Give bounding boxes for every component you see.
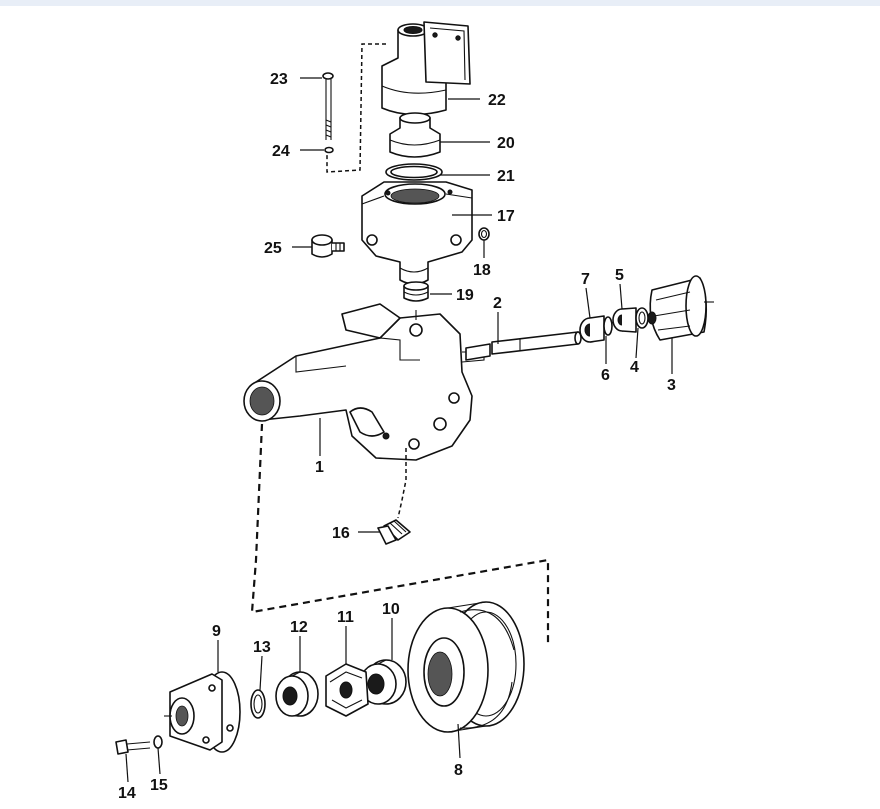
callout-10: 10 <box>382 601 400 618</box>
callout-11: 11 <box>337 609 354 626</box>
part-11-coupling <box>325 663 369 717</box>
callout-3: 3 <box>667 377 676 394</box>
callout-20: 20 <box>497 135 515 152</box>
callout-18: 18 <box>473 262 491 279</box>
part-13-seal-ring <box>250 689 266 719</box>
callout-15: 15 <box>150 777 168 794</box>
part-22-outlet-elbow <box>381 21 471 116</box>
callout-8: 8 <box>454 762 463 779</box>
part-16-drain-fitting <box>377 519 411 545</box>
part-1-pump-housing <box>243 303 485 461</box>
callout-7: 7 <box>581 271 590 288</box>
callout-21: 21 <box>497 168 515 185</box>
callout-numbers: 22 23 24 20 21 17 18 25 19 2 7 5 6 4 3 1… <box>118 71 676 802</box>
part-24-washer <box>324 146 334 154</box>
part-2-shaft <box>465 331 582 361</box>
part-4-spring-seal <box>635 307 649 329</box>
callout-1: 1 <box>315 459 324 476</box>
callout-17: 17 <box>497 208 515 225</box>
bolt-alignment-line <box>326 43 386 173</box>
callout-22: 22 <box>488 92 506 109</box>
part-8-pulley <box>407 601 525 733</box>
part-15-washer <box>153 735 163 749</box>
leader-lines <box>125 77 673 783</box>
pulley-alignment-line <box>250 423 550 646</box>
drain-alignment-line <box>397 448 407 519</box>
part-14-screw <box>115 739 151 755</box>
part-7-bearing <box>579 315 605 343</box>
callout-4: 4 <box>630 359 639 376</box>
part-20-thermostat <box>389 112 441 158</box>
part-5-seal <box>612 307 637 333</box>
callout-2: 2 <box>493 295 502 312</box>
callout-24: 24 <box>272 143 290 160</box>
callout-9: 9 <box>212 623 221 640</box>
callout-5: 5 <box>615 267 624 284</box>
part-17-thermostat-housing <box>361 181 473 285</box>
part-21-sealing-ring <box>385 163 443 181</box>
callout-25: 25 <box>264 240 282 257</box>
part-12-bearing <box>275 671 319 717</box>
part-3-impeller <box>647 275 714 341</box>
part-23-bolt <box>322 72 334 140</box>
part-18-seal-ring <box>478 227 490 241</box>
callout-6: 6 <box>601 367 610 384</box>
callout-12: 12 <box>290 619 308 636</box>
part-25-plug <box>311 234 345 258</box>
callout-23: 23 <box>270 71 288 88</box>
callout-16: 16 <box>332 525 350 542</box>
part-19-nipple <box>403 281 429 302</box>
top-border-strip <box>0 0 880 6</box>
part-6-seal-washer <box>603 316 613 336</box>
callout-14: 14 <box>118 785 136 802</box>
callout-13: 13 <box>253 639 271 656</box>
callout-19: 19 <box>456 287 474 304</box>
part-9-bearing-housing <box>164 671 241 753</box>
